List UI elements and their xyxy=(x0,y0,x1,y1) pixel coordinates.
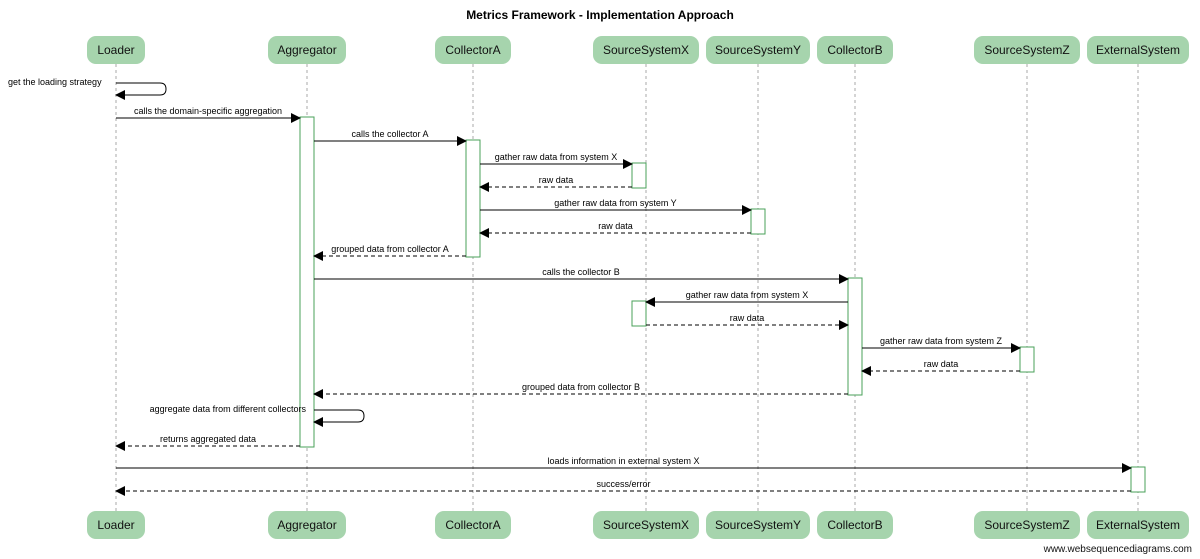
participant-aggregator-top: Aggregator xyxy=(268,36,346,64)
participant-sourcesystemx-top: SourceSystemX xyxy=(593,36,699,64)
message-label: raw data xyxy=(729,313,765,323)
message-label: gather raw data from system X xyxy=(685,290,809,300)
participant-collectora-bottom: CollectorA xyxy=(435,511,511,539)
activation-bar xyxy=(750,208,766,235)
diagram-title: Metrics Framework - Implementation Appro… xyxy=(466,8,734,22)
participant-aggregator-bottom: Aggregator xyxy=(268,511,346,539)
participant-sourcesystemy-bottom: SourceSystemY xyxy=(706,511,810,539)
participant-collectorb-top: CollectorB xyxy=(817,36,893,64)
message-label: get the loading strategy xyxy=(8,77,102,87)
activation-bar xyxy=(1130,466,1146,493)
activation-bar xyxy=(299,116,315,448)
message-label: gather raw data from system Z xyxy=(879,336,1003,346)
message-label: calls the collector A xyxy=(351,129,429,139)
participant-collectorb-bottom: CollectorB xyxy=(817,511,893,539)
activation-bar xyxy=(631,300,647,327)
message-label: raw data xyxy=(598,221,633,231)
message-label: grouped data from collector A xyxy=(331,244,449,254)
message-arrow xyxy=(115,82,167,100)
participant-collectora-top: CollectorA xyxy=(435,36,511,64)
message-label: gather raw data from system Y xyxy=(554,198,677,208)
message-label: returns aggregated data xyxy=(159,434,257,444)
participant-sourcesystemz-top: SourceSystemZ xyxy=(974,36,1080,64)
participant-externalsystem-bottom: ExternalSystem xyxy=(1087,511,1189,539)
message-label: raw data xyxy=(923,359,959,369)
message-label: aggregate data from different collectors xyxy=(149,404,306,414)
message-label: success/error xyxy=(596,479,651,489)
message-arrow xyxy=(313,409,365,427)
activation-bar xyxy=(465,139,481,258)
activation-bar xyxy=(631,162,647,189)
participant-sourcesystemx-bottom: SourceSystemX xyxy=(593,511,699,539)
activation-bar xyxy=(847,277,863,396)
message-label: grouped data from collector B xyxy=(521,382,641,392)
participant-externalsystem-top: ExternalSystem xyxy=(1087,36,1189,64)
message-label: calls the collector B xyxy=(542,267,620,277)
activation-bar xyxy=(1019,346,1035,373)
participant-loader-top: Loader xyxy=(87,36,145,64)
participant-loader-bottom: Loader xyxy=(87,511,145,539)
message-label: raw data xyxy=(538,175,574,185)
participant-sourcesystemz-bottom: SourceSystemZ xyxy=(974,511,1080,539)
watermark: www.websequencediagrams.com xyxy=(1043,544,1192,555)
message-label: gather raw data from system X xyxy=(494,152,618,162)
message-label: loads information in external system X xyxy=(547,456,700,466)
participant-sourcesystemy-top: SourceSystemY xyxy=(706,36,810,64)
message-label: calls the domain-specific aggregation xyxy=(133,106,283,116)
